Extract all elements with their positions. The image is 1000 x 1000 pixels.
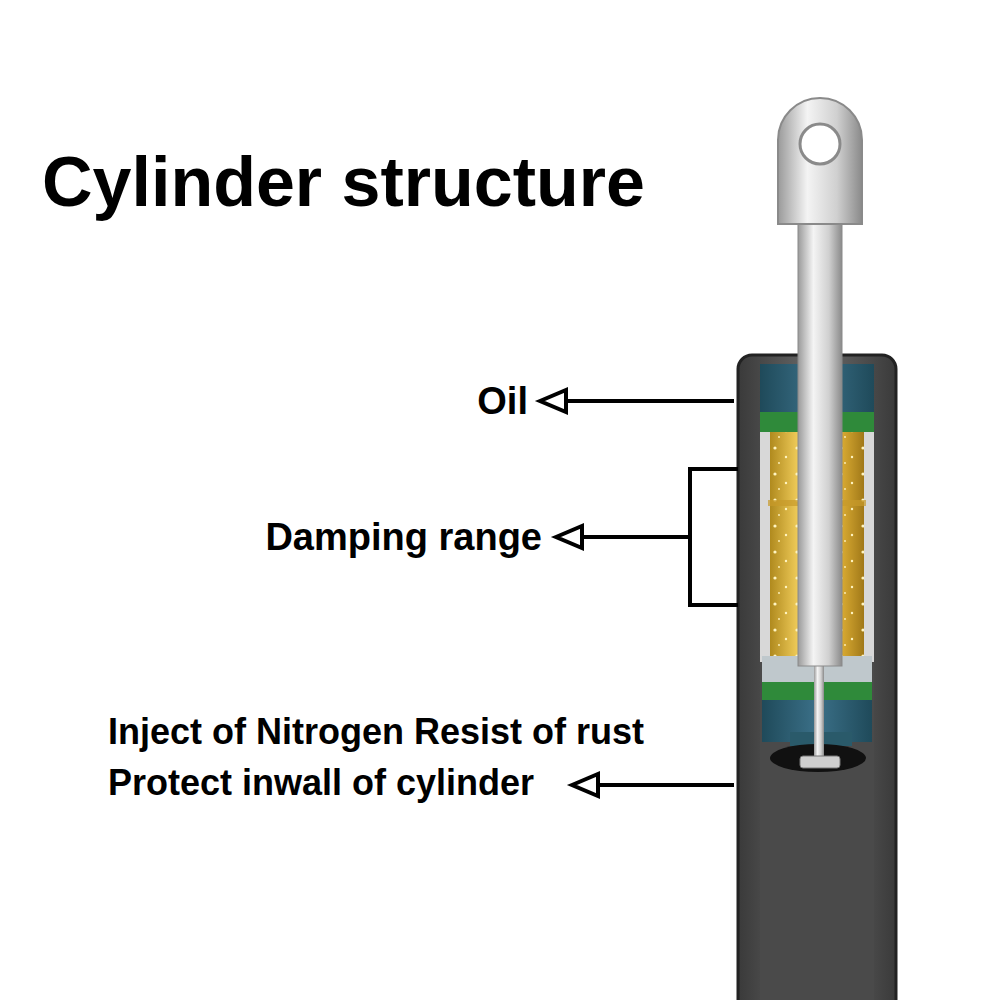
part-label: Oil <box>477 378 528 424</box>
damping-bracket <box>690 469 738 605</box>
part-label: Damping range <box>265 514 542 560</box>
part-label: Inject of Nitrogen Resist of rust Protec… <box>108 706 668 808</box>
title: Cylinder structure <box>42 140 645 224</box>
